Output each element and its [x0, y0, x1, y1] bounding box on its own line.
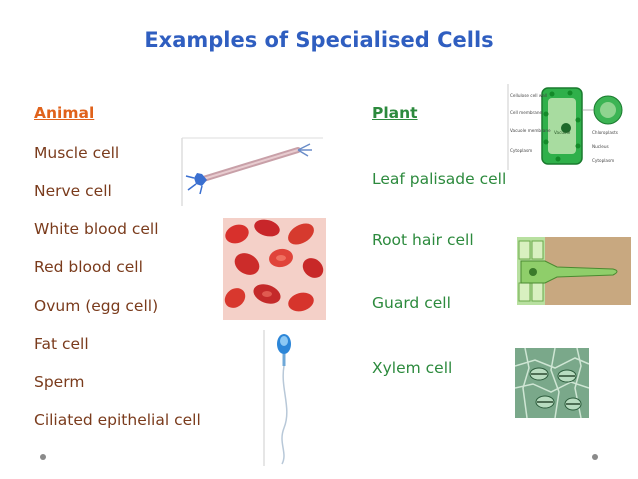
plant-item-root-hair: Root hair cell	[372, 231, 474, 249]
label-vacuole: Vacuole	[554, 130, 571, 135]
animal-item-ovum: Ovum (egg cell)	[34, 297, 159, 315]
slide-title: Examples of Specialised Cells	[144, 28, 494, 52]
label-vacuole-membrane: Vacuole membrane	[510, 128, 551, 133]
animal-item-fat: Fat cell	[34, 335, 89, 353]
label-cytoplasm: Cytoplasm	[592, 158, 614, 163]
label-chloroplasts: Chloroplasts	[592, 130, 618, 135]
sperm-cell-image	[263, 330, 291, 466]
label-cell-membrane: Cell membrane	[510, 110, 542, 115]
label-nucleus: Nucleus	[592, 144, 609, 149]
red-blood-cell-image	[223, 218, 326, 320]
animal-item-sperm: Sperm	[34, 373, 85, 391]
plant-item-guard: Guard cell	[372, 294, 451, 312]
nerve-cell-image	[181, 137, 323, 206]
plant-item-leaf-palisade: Leaf palisade cell	[372, 170, 507, 188]
animal-heading: Animal	[34, 104, 95, 122]
animal-item-ciliated: Ciliated epithelial cell	[34, 411, 201, 429]
animal-item-muscle: Muscle cell	[34, 144, 120, 162]
label-cytoplasm-left: Cytoplasm	[510, 148, 532, 153]
label-cell-wall: Cellulose cell wall	[510, 93, 547, 98]
animal-item-nerve: Nerve cell	[34, 182, 112, 200]
leaf-palisade-cell-image: Cellulose cell wall Cell membrane Vacuol…	[506, 84, 632, 170]
plant-heading: Plant	[372, 104, 418, 122]
decorative-dot-left	[40, 454, 46, 460]
guard-cell-image	[515, 348, 589, 418]
plant-item-xylem: Xylem cell	[372, 359, 453, 377]
root-hair-cell-image	[517, 237, 631, 305]
decorative-dot-right	[592, 454, 598, 460]
animal-item-red-blood: Red blood cell	[34, 258, 143, 276]
animal-item-white-blood: White blood cell	[34, 220, 159, 238]
